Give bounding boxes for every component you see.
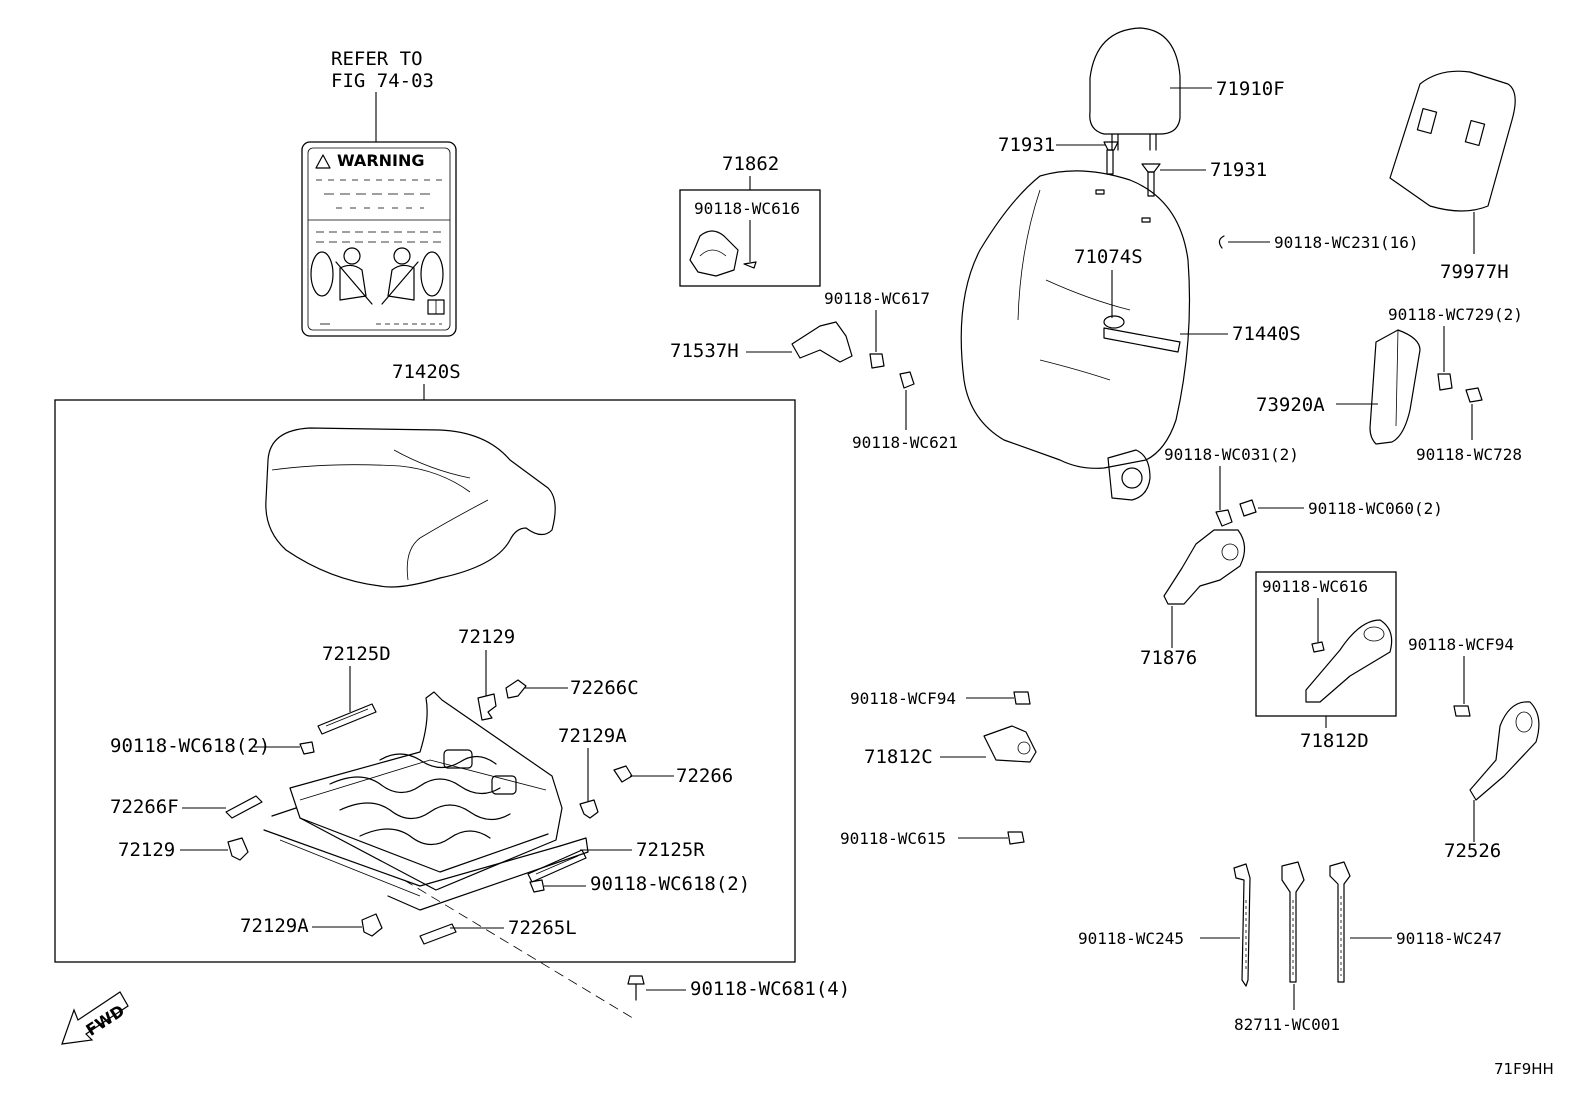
label-71931-right: 71931 bbox=[1210, 159, 1267, 181]
seat-back-71440S-part bbox=[960, 170, 1191, 501]
label-71420S: 71420S bbox=[392, 361, 461, 383]
label-90118-WC617: 90118-WC617 bbox=[824, 289, 930, 308]
warning-title: WARNING bbox=[337, 151, 425, 170]
label-90118-WC618-right: 90118-WC618(2) bbox=[590, 873, 750, 895]
label-71537H: 71537H bbox=[670, 340, 739, 362]
warning-triangle-icon bbox=[315, 154, 331, 169]
label-72129A-top: 72129A bbox=[558, 725, 627, 747]
clip-72129A-bottom-part bbox=[361, 913, 383, 937]
nut-90118-WC729-part bbox=[1437, 373, 1453, 391]
cover-73920A-part bbox=[1369, 329, 1421, 445]
label-71931-left: 71931 bbox=[998, 134, 1055, 156]
label-90118-WC247: 90118-WC247 bbox=[1396, 929, 1502, 948]
screw-90118-WC060-part bbox=[1239, 499, 1257, 517]
label-90118-WC616-box-right: 90118-WC616 bbox=[1262, 577, 1368, 596]
seat-cushion-group: 71420S bbox=[54, 361, 796, 963]
label-73920A: 73920A bbox=[1256, 394, 1325, 416]
seat-frame-part bbox=[263, 691, 589, 911]
cover-71862-part bbox=[689, 230, 739, 277]
label-90118-WC245: 90118-WC245 bbox=[1078, 929, 1184, 948]
label-71812C: 71812C bbox=[864, 746, 933, 768]
label-72129-left: 72129 bbox=[118, 839, 175, 861]
guide-71931-left-part bbox=[1103, 141, 1119, 175]
clip-72266-part bbox=[613, 765, 633, 783]
label-90118-WC618-left: 90118-WC618(2) bbox=[110, 735, 270, 757]
headrest-cover-79977H-part bbox=[1389, 70, 1516, 212]
label-90118-WCF94-left: 90118-WCF94 bbox=[850, 689, 956, 708]
label-90118-WC621: 90118-WC621 bbox=[852, 433, 958, 452]
label-72129A-bottom: 72129A bbox=[240, 915, 309, 937]
cover-71876-part bbox=[1163, 529, 1246, 605]
label-90118-WC728: 90118-WC728 bbox=[1416, 445, 1522, 464]
label-71876: 71876 bbox=[1140, 647, 1197, 669]
label-82711-WC001: 82711-WC001 bbox=[1234, 1015, 1340, 1034]
wire-tie-90118-WC247-part bbox=[1329, 861, 1351, 983]
hog-ring-90118-WC231-part bbox=[1218, 235, 1225, 249]
label-71074S: 71074S bbox=[1074, 246, 1143, 268]
wire-tie-82711-WC001-part bbox=[1281, 861, 1305, 983]
label-72125D: 72125D bbox=[322, 643, 391, 665]
clip-90118-WCF94-right-part bbox=[1453, 705, 1471, 717]
seat-cushion-pad-part bbox=[265, 427, 556, 588]
clip-72129-top-part bbox=[477, 693, 497, 721]
refer-to-text: REFER TO bbox=[331, 48, 423, 70]
cover-71812D-part bbox=[1305, 619, 1393, 703]
screw-90118-WC031-part bbox=[1215, 509, 1233, 527]
label-90118-WCF94-right: 90118-WCF94 bbox=[1408, 635, 1514, 654]
screw-90118-WC618-right-part bbox=[529, 879, 545, 893]
wire-tie-90118-WC245-part bbox=[1233, 863, 1251, 987]
bracket-71537H-part bbox=[791, 321, 853, 363]
cover-72265L-part bbox=[419, 923, 457, 945]
clip-72266C-part bbox=[505, 679, 527, 699]
label-79977H: 79977H bbox=[1440, 261, 1509, 283]
label-71812D: 71812D bbox=[1300, 730, 1369, 752]
bolt-90118-WC681-part bbox=[627, 975, 645, 1001]
part-71862-group: 71862 90118-WC616 bbox=[679, 153, 821, 287]
slide-cover-72125R-part bbox=[527, 849, 587, 883]
label-72526: 72526 bbox=[1444, 840, 1501, 862]
headrest-71910F-part bbox=[1089, 27, 1181, 151]
label-90118-WC616-box: 90118-WC616 bbox=[694, 199, 800, 218]
clip-90118-WCF94-left-part bbox=[1013, 691, 1031, 705]
diagram-code: 71F9HH bbox=[1494, 1060, 1554, 1078]
screw-90118-WC618-left-part bbox=[299, 741, 315, 755]
refer-fig-text: FIG 74-03 bbox=[331, 70, 434, 92]
label-71910F: 71910F bbox=[1216, 78, 1285, 100]
label-90118-WC231: 90118-WC231(16) bbox=[1274, 233, 1419, 252]
label-72266F: 72266F bbox=[110, 796, 179, 818]
label-90118-WC031: 90118-WC031(2) bbox=[1164, 445, 1299, 464]
nut-90118-WC621-part bbox=[899, 371, 915, 389]
cover-71812C-part bbox=[983, 725, 1037, 763]
clip-90118-WC615-part bbox=[1007, 831, 1025, 845]
clip-72129A-top-part bbox=[579, 799, 599, 819]
label-90118-WC681: 90118-WC681(4) bbox=[690, 978, 850, 1000]
knob-72526-part bbox=[1469, 701, 1540, 801]
slide-cover-72125D-part bbox=[317, 703, 377, 735]
label-90118-WC729: 90118-WC729(2) bbox=[1388, 305, 1523, 324]
label-90118-WC615: 90118-WC615 bbox=[840, 829, 946, 848]
part-71812D-group: 90118-WC616 71812D bbox=[1255, 571, 1397, 752]
clip-90118-WC728-part bbox=[1465, 387, 1483, 403]
label-71440S: 71440S bbox=[1232, 323, 1301, 345]
label-72266: 72266 bbox=[676, 765, 733, 787]
label-72265L: 72265L bbox=[508, 917, 577, 939]
fwd-arrow-icon: FWD bbox=[61, 991, 129, 1045]
label-71862: 71862 bbox=[722, 153, 779, 175]
airbag-pictogram-icon bbox=[310, 247, 445, 315]
nut-90118-WC617-part bbox=[869, 353, 885, 369]
warning-label: REFER TO FIG 74-03 WARNING bbox=[301, 48, 457, 337]
label-90118-WC060: 90118-WC060(2) bbox=[1308, 499, 1443, 518]
label-72129-top: 72129 bbox=[458, 626, 515, 648]
label-72266C: 72266C bbox=[570, 677, 639, 699]
cover-72266F-part bbox=[225, 795, 263, 819]
buckle-71074S-part bbox=[1103, 315, 1181, 353]
clip-72129-left-part bbox=[227, 837, 249, 861]
label-72125R: 72125R bbox=[636, 839, 705, 861]
guide-71931-right-part bbox=[1141, 163, 1161, 197]
